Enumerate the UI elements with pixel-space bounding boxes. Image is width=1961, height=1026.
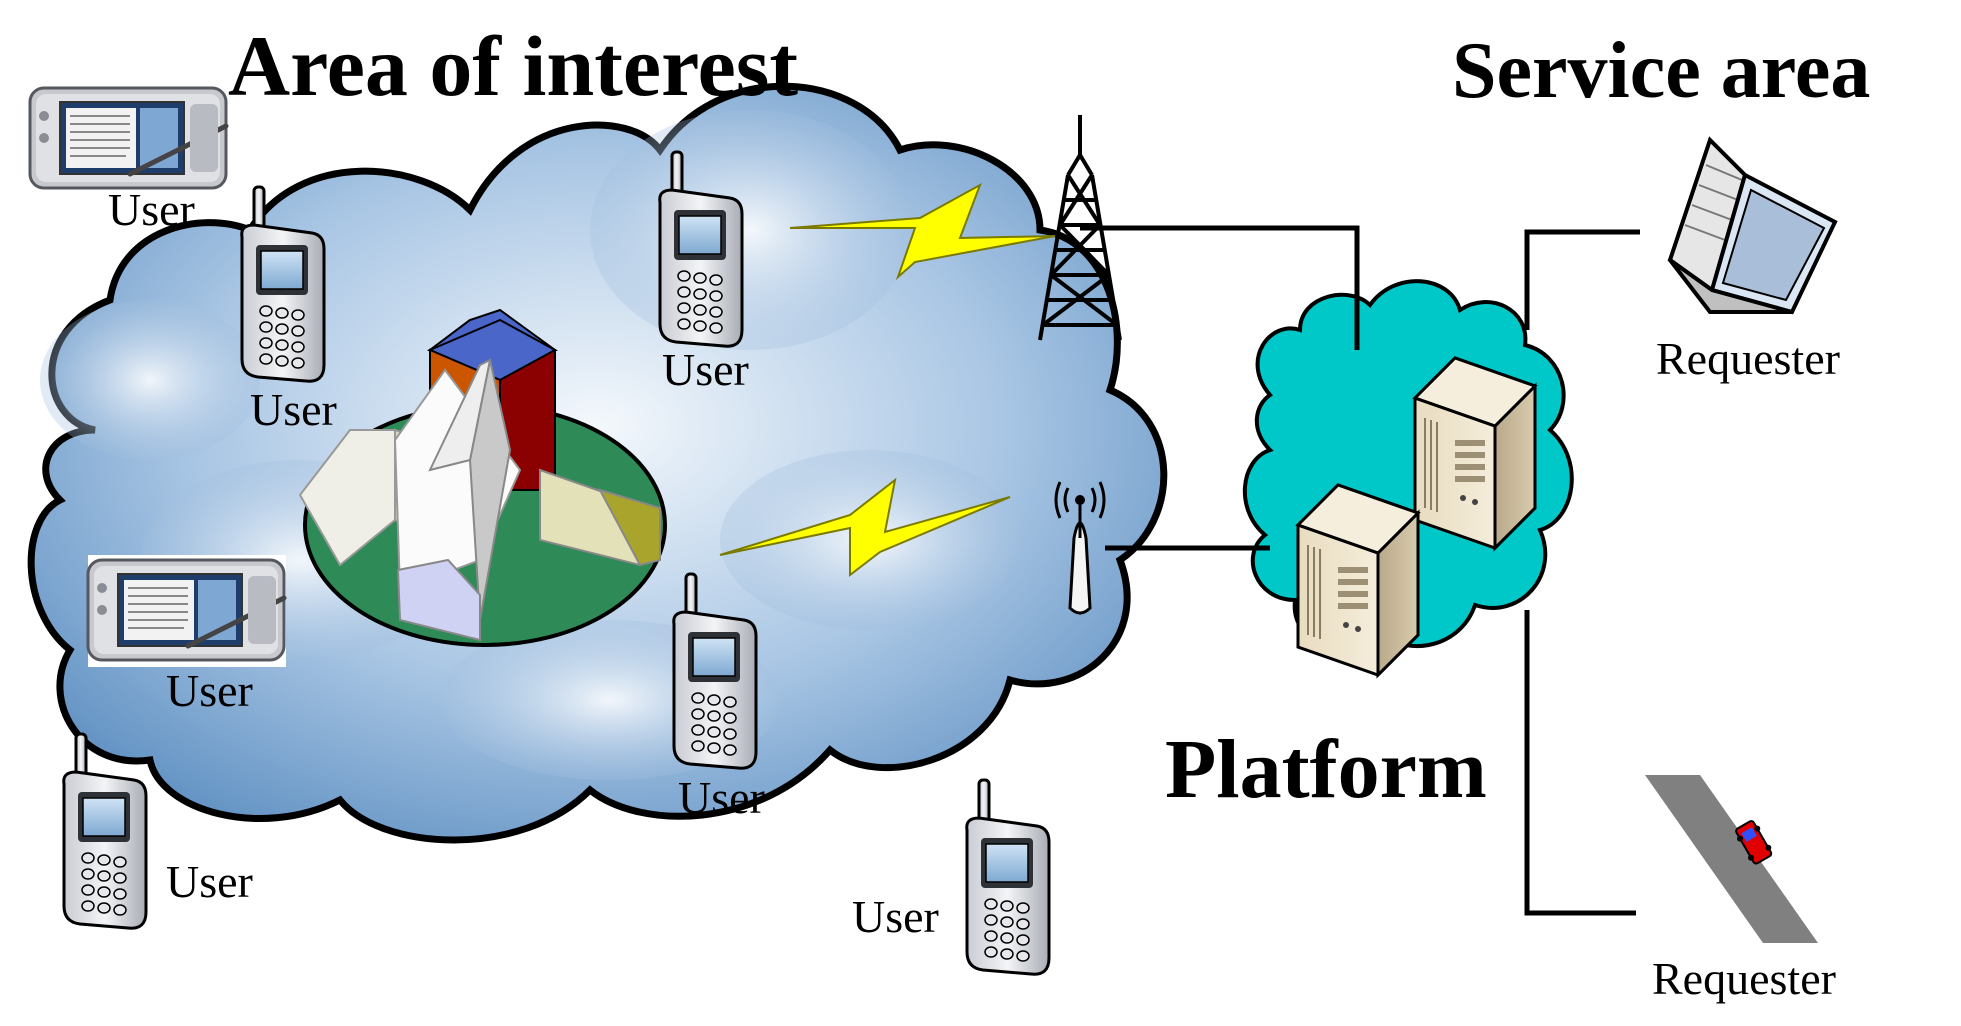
lightning-bolt-icon bbox=[789, 182, 1056, 281]
wifi-antenna-icon bbox=[1054, 481, 1106, 615]
platform-to-car-line bbox=[1524, 610, 1636, 916]
user-label: User bbox=[166, 856, 253, 907]
user-label: User bbox=[662, 344, 749, 395]
laptop-icon bbox=[1667, 136, 1838, 315]
user-label: User bbox=[166, 665, 253, 716]
platform-title: Platform bbox=[1165, 723, 1487, 816]
requester-label: Requester bbox=[1656, 333, 1840, 384]
user-label: User bbox=[678, 772, 765, 823]
car-on-road-icon bbox=[1645, 775, 1818, 943]
cell-tower-icon bbox=[1038, 115, 1122, 341]
service-area-title: Service area bbox=[1452, 27, 1870, 115]
mobile-phone-icon bbox=[965, 778, 1051, 976]
user-label: User bbox=[108, 184, 195, 235]
requester-label: Requester bbox=[1652, 953, 1836, 1004]
server-icon bbox=[1296, 483, 1420, 677]
pda-device-icon bbox=[88, 555, 286, 667]
lightning-bolt-icon bbox=[719, 477, 1011, 578]
platform-to-laptop-line bbox=[1524, 229, 1640, 330]
church-building-icon bbox=[298, 308, 667, 647]
user-label: User bbox=[250, 384, 337, 435]
pda-device-icon bbox=[30, 88, 226, 188]
user-label: User bbox=[852, 891, 939, 942]
tower-to-platform-line bbox=[1080, 225, 1360, 350]
server-icon bbox=[1413, 356, 1537, 550]
area-of-interest-title: Area of interest bbox=[228, 18, 798, 114]
connector-lines bbox=[1080, 225, 1640, 916]
